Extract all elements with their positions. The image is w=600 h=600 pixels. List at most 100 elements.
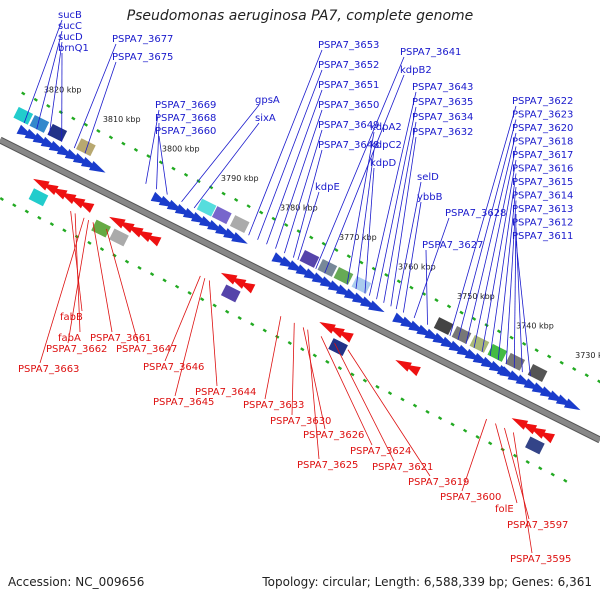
- plus-gene-leader: [515, 240, 531, 377]
- feature-block: [28, 188, 49, 207]
- plus-gene-leader: [158, 135, 168, 195]
- scale-label: 3810 kbp: [103, 115, 141, 124]
- plus-gene-leader: [324, 74, 405, 274]
- plus-gene-leader: [383, 121, 417, 303]
- minus-strand-gene: [50, 187, 68, 200]
- plus-gene-label: PSPA7_3611: [512, 231, 573, 242]
- minus-strand-gene: [42, 183, 59, 196]
- minus-gene-leader: [495, 423, 518, 504]
- minus-strand-gene: [109, 216, 126, 229]
- scale-label: 3760 kbp: [398, 263, 436, 272]
- minus-gene-leader: [320, 336, 373, 446]
- minus-strand-gene: [337, 330, 354, 343]
- tick-rail-minus: [87, 240, 92, 245]
- tick-rail-minus: [212, 303, 217, 308]
- feature-block: [109, 228, 129, 247]
- plus-gene-label: selD: [417, 172, 439, 183]
- tick-rail-minus: [37, 215, 42, 220]
- plus-gene-label: PSPA7_3643: [412, 82, 473, 93]
- plus-gene-leader: [481, 159, 517, 353]
- minus-gene-label: PSPA7_3645: [153, 397, 214, 408]
- scale-label: 3820 kbp: [44, 86, 82, 95]
- plus-gene-label: sucD: [58, 32, 83, 43]
- minus-gene-leader: [504, 427, 530, 520]
- tick-rail-minus: [475, 434, 480, 439]
- tick-rail-minus: [538, 466, 543, 471]
- minus-strand-gene: [118, 221, 135, 234]
- feature-block: [196, 198, 217, 217]
- plus-gene-label: PSPA7_3669: [155, 100, 216, 111]
- plus-gene-leader: [413, 217, 450, 319]
- tick-rail-minus: [250, 322, 255, 327]
- feature-block: [487, 343, 508, 362]
- tick-rail-minus: [0, 197, 4, 202]
- minus-gene-label: PSPA7_3633: [243, 400, 304, 411]
- plus-gene-leader: [145, 109, 160, 184]
- minus-strand-gene: [529, 427, 547, 439]
- plus-gene-label: PSPA7_3641: [400, 47, 461, 58]
- plus-gene-label: PSPA7_3651: [318, 80, 379, 91]
- scale-label: 3770 kbp: [339, 233, 377, 242]
- feature-block: [29, 114, 50, 133]
- plus-gene-label: ybbB: [417, 192, 443, 203]
- tick-rail-plus: [346, 254, 351, 259]
- tick-rail-plus: [521, 341, 527, 346]
- plus-gene-label: PSPA7_3623: [512, 110, 573, 121]
- minus-strand-gene: [538, 431, 555, 444]
- plus-strand-gene: [563, 398, 581, 411]
- tick-rail-minus: [137, 265, 142, 270]
- plus-gene-leader: [513, 213, 517, 369]
- plus-gene-leader: [465, 132, 517, 345]
- tick-rail-minus: [300, 347, 305, 352]
- tick-rail-plus: [21, 91, 26, 96]
- minus-gene-label: PSPA7_3661: [90, 333, 151, 344]
- minus-strand-gene: [68, 196, 86, 209]
- scale-label: 3800 kbp: [162, 145, 200, 154]
- minus-strand-gene: [328, 326, 345, 339]
- tick-rail-plus: [183, 172, 189, 177]
- minus-strand-gene: [59, 192, 77, 204]
- plus-gene-label: kdpD: [370, 158, 396, 169]
- tick-rail-plus: [459, 310, 464, 315]
- plus-gene-label: PSPA7_3615: [512, 177, 573, 188]
- feature-block: [91, 219, 111, 238]
- minus-gene-label: PSPA7_3619: [408, 477, 469, 488]
- tick-rail-plus: [446, 304, 452, 309]
- minus-gene-leader: [74, 213, 81, 333]
- minus-gene-label: PSPA7_3626: [303, 430, 364, 441]
- feature-block: [299, 250, 320, 268]
- tick-rail-plus: [534, 348, 539, 353]
- plus-gene-leader: [181, 104, 260, 202]
- plus-gene-leader: [449, 105, 517, 336]
- tick-rail-minus: [49, 222, 55, 227]
- tick-rail-plus: [133, 147, 139, 152]
- tick-rail-plus: [221, 191, 226, 196]
- minus-gene-leader: [264, 316, 282, 400]
- plus-gene-label: PSPA7_3635: [412, 97, 473, 108]
- plus-gene-leader: [266, 89, 323, 245]
- tick-rail-minus: [412, 403, 418, 408]
- scale-label: 3730 kbp: [575, 351, 600, 360]
- feature-block: [433, 317, 454, 335]
- minus-gene-label: fabB: [60, 312, 83, 323]
- feature-block: [211, 206, 232, 225]
- plus-gene-leader: [84, 61, 117, 154]
- plus-gene-label: PSPA7_3616: [512, 164, 573, 175]
- plus-gene-leader: [23, 19, 63, 124]
- tick-rail-minus: [162, 278, 167, 283]
- tick-rail-minus: [362, 378, 368, 383]
- minus-gene-label: PSPA7_3625: [297, 460, 358, 471]
- tick-rail-minus: [199, 297, 205, 302]
- minus-gene-leader: [302, 327, 326, 430]
- plus-strand-gene: [231, 232, 248, 244]
- plus-gene-label: PSPA7_3612: [512, 218, 573, 229]
- feature-block: [328, 338, 348, 357]
- tick-rail-minus: [124, 259, 130, 264]
- tick-rail-plus: [259, 210, 264, 215]
- plus-gene-leader: [73, 43, 117, 149]
- tick-rail-plus: [146, 154, 151, 159]
- tick-rail-minus: [225, 309, 230, 314]
- minus-gene-label: folE: [495, 504, 514, 515]
